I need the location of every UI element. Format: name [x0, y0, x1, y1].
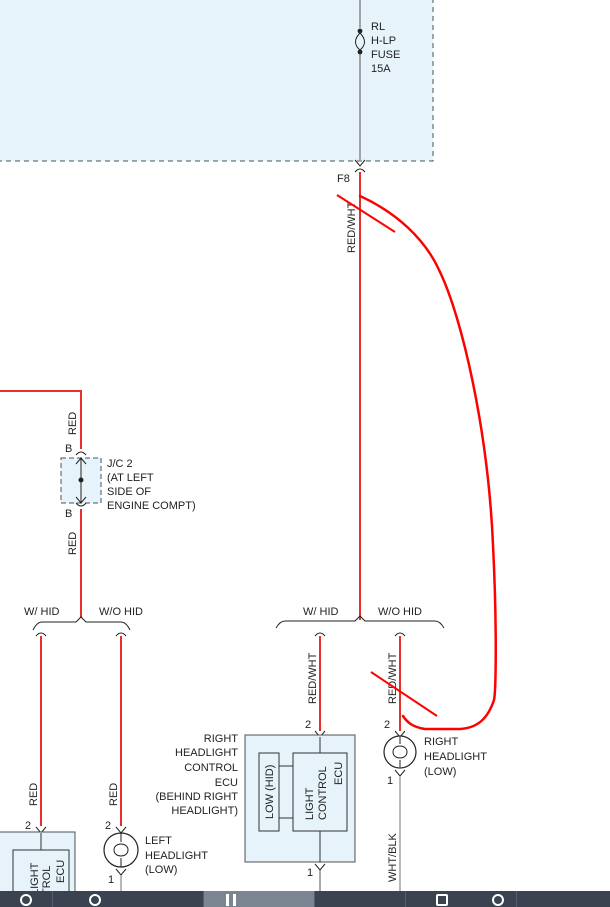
connector-b-bottom: B: [65, 508, 72, 520]
pause-icon: [226, 894, 229, 906]
right-ecu-low-hid-label: LOW (HID): [264, 765, 276, 819]
wire-label-red-lower: RED: [67, 532, 79, 555]
annotation-cut-mark-top: [336, 194, 396, 233]
branch-right-w-hid: W/ HID: [303, 606, 338, 618]
junction-label-3: SIDE OF: [107, 486, 151, 498]
toolbar-tab-4[interactable]: [315, 891, 406, 907]
toolbar-tab-2[interactable]: [53, 891, 204, 907]
wire-label-red-wht-main: RED/WHT: [346, 201, 358, 253]
right-lamp-label-2: HEADLIGHT: [424, 751, 487, 763]
right-ecu-label-6: HEADLIGHT): [171, 805, 238, 817]
junction-label-2: (AT LEFT: [107, 472, 154, 484]
wire-label-red-upper: RED: [67, 412, 79, 435]
wire-red-upper: [0, 390, 82, 449]
connector-f8: [354, 159, 366, 173]
fuse-symbol: [355, 0, 365, 160]
right-ecu-label-1: RIGHT: [204, 733, 239, 745]
fuse-label-2: H-LP: [371, 35, 396, 47]
right-ecu-low-hid-box: [258, 752, 280, 832]
left-branch-split: [32, 616, 131, 631]
toolbar-tab-3[interactable]: [204, 891, 315, 907]
annotation-reroute-line: [358, 194, 497, 731]
wire-label-red-wht-low: RED/WHT: [387, 652, 399, 704]
connector-f8-label: F8: [337, 173, 350, 185]
right-ecu-label-3: CONTROL: [184, 762, 238, 774]
branch-right-wo-hid: W/O HID: [378, 606, 422, 618]
junction-label-4: ENGINE COMPT): [107, 500, 196, 512]
connector-right-ecu-top: [314, 632, 326, 637]
branch-left-wo-hid: W/O HID: [99, 606, 143, 618]
left-lamp-label-2: HEADLIGHT: [145, 850, 208, 862]
pin-1-left-lamp: 1: [108, 874, 114, 886]
right-ecu-label-4: ECU: [215, 777, 238, 789]
left-ecu-inner-3: ECU: [55, 860, 67, 883]
toolbar-tab-6[interactable]: [517, 891, 610, 907]
right-ecu-inner-3: ECU: [333, 762, 345, 785]
relay-box: [0, 0, 434, 162]
toolbar-tab-5[interactable]: [406, 891, 517, 907]
left-lamp-label-1: LEFT: [145, 835, 172, 847]
wire-label-red-left-hid: RED: [28, 783, 40, 806]
right-headlight-bulb: [383, 735, 417, 769]
pin-2-right-ecu: 2: [305, 719, 311, 731]
right-lamp-label-1: RIGHT: [424, 736, 459, 748]
pin-2-right-lamp: 2: [384, 719, 390, 731]
wire-label-wht-blk: WHT/BLK: [387, 832, 399, 882]
right-branch-split: [275, 615, 445, 629]
right-ecu-label-2: HEADLIGHT: [175, 747, 238, 759]
wire-label-red-wht-hid: RED/WHT: [307, 652, 319, 704]
pin-1-right-lamp: 1: [387, 775, 393, 787]
left-lamp-label-3: (LOW): [145, 864, 177, 876]
right-ecu-label-5: (BEHIND RIGHT: [156, 791, 239, 803]
annotation-cut-mark-bottom: [370, 671, 438, 717]
right-ecu-box: [244, 734, 356, 863]
search-icon: [492, 894, 504, 906]
toolbar-tab-1[interactable]: [0, 891, 53, 907]
fuse-label-4: 15A: [371, 63, 391, 75]
left-ecu-inner-2: TROL: [41, 866, 53, 895]
search-icon: [20, 894, 32, 906]
pin-1-right-ecu: 1: [307, 867, 313, 879]
right-ecu-inner-1: LIGHT: [304, 787, 316, 820]
fuse-label-3: FUSE: [371, 49, 400, 61]
right-lamp-label-3: (LOW): [424, 766, 456, 778]
pin-2-left-ecu: 2: [25, 820, 31, 832]
branch-left-w-hid: W/ HID: [24, 606, 59, 618]
junction-label-1: J/C 2: [107, 458, 133, 470]
left-ecu-inner-1: LIGHT: [29, 862, 41, 895]
right-ecu-inner-2: CONTROL: [317, 766, 329, 820]
camera-icon: [436, 894, 448, 906]
bottom-toolbar: [0, 891, 610, 907]
connector-b-top: B: [65, 443, 72, 455]
fuse-label-1: RL: [371, 21, 385, 33]
pin-2-left-lamp: 2: [105, 820, 111, 832]
user-icon: [89, 894, 101, 906]
wire-label-red-left-low: RED: [108, 783, 120, 806]
